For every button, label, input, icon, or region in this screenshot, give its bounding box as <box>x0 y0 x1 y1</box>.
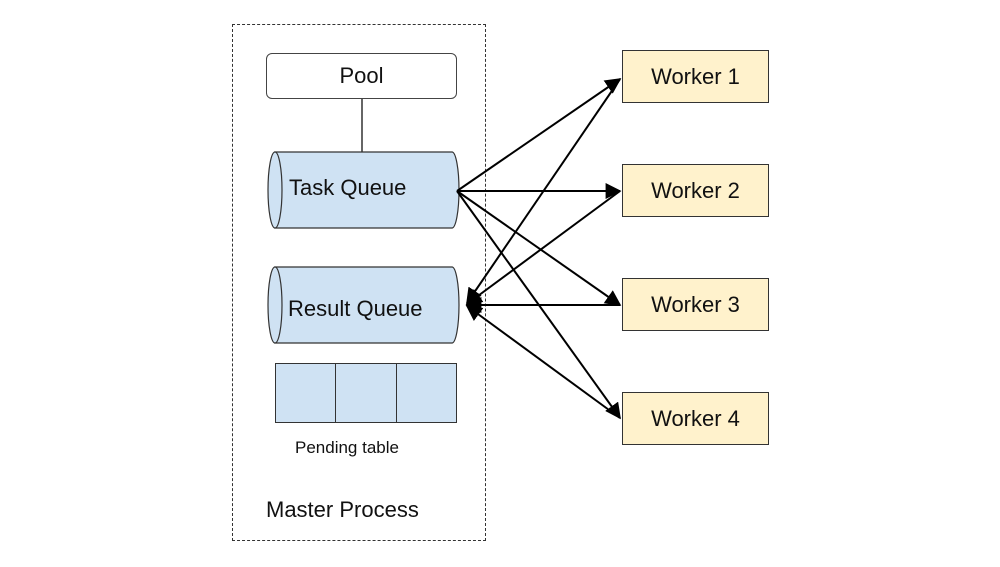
worker-4-label: Worker 4 <box>651 405 740 431</box>
pending-table <box>275 363 457 423</box>
pending-table-cell <box>397 364 456 422</box>
pending-table-cell <box>336 364 397 422</box>
worker-1-to-result-arrow <box>466 78 621 305</box>
task-to-worker-1-arrow <box>456 78 622 192</box>
task-queue-cylinder <box>267 151 460 229</box>
result-queue-cylinder <box>267 266 460 344</box>
task-to-worker-3-arrow <box>456 190 622 306</box>
worker-4-to-result-arrow <box>465 305 621 419</box>
result-queue-label: Result Queue <box>288 296 423 321</box>
worker-2-to-result-arrow <box>465 190 621 305</box>
pending-table-label: Pending table <box>295 438 399 457</box>
worker-1-box: Worker 1 <box>622 50 769 103</box>
master-process-label: Master Process <box>266 497 419 522</box>
worker-2-label: Worker 2 <box>651 177 740 203</box>
worker-2-box: Worker 2 <box>622 164 769 217</box>
worker-3-box: Worker 3 <box>622 278 769 331</box>
pending-table-cell <box>276 364 337 422</box>
worker-1-label: Worker 1 <box>651 63 740 89</box>
task-queue-label: Task Queue <box>289 175 407 200</box>
master-process-box <box>232 24 486 541</box>
pool-label: Pool <box>339 63 384 88</box>
pool-box: Pool <box>266 53 457 99</box>
worker-3-label: Worker 3 <box>651 291 740 317</box>
worker-4-box: Worker 4 <box>622 392 769 445</box>
